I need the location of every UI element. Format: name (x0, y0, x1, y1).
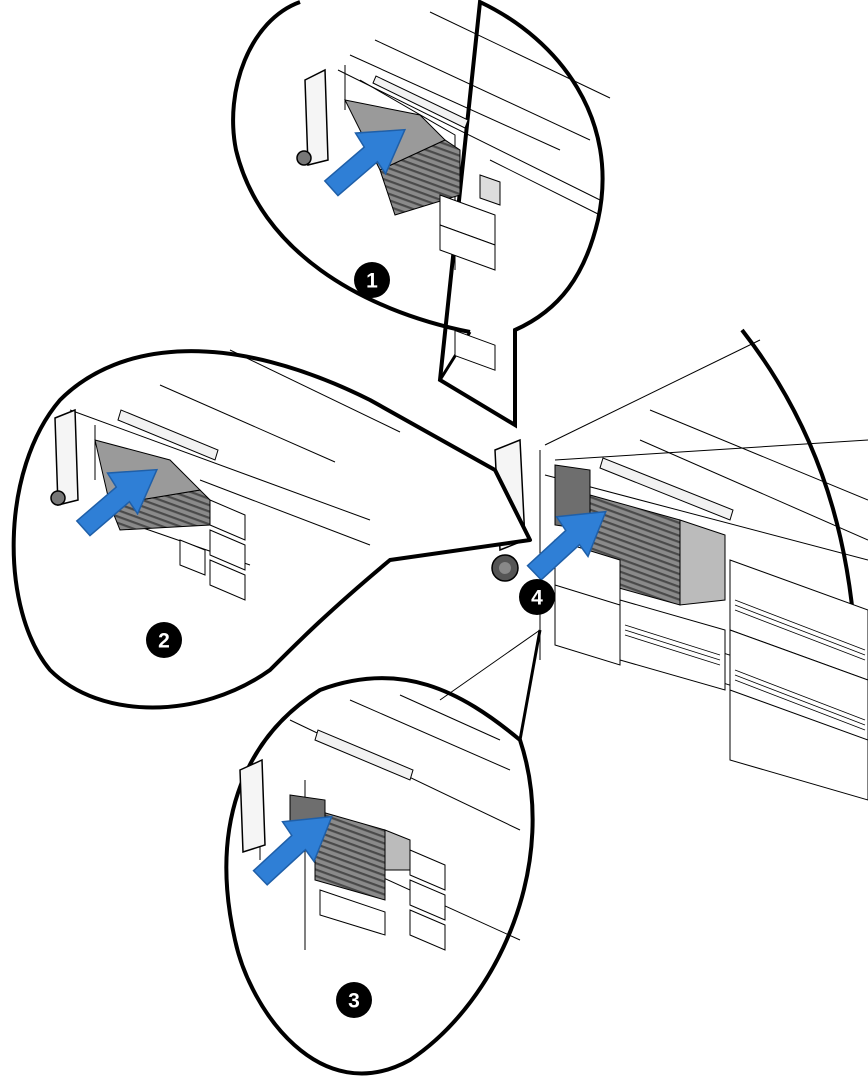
detail-circle-1 (233, 2, 610, 425)
callout-1: 1 (354, 262, 390, 298)
callout-1-label: 1 (366, 270, 378, 293)
callout-2-label: 2 (158, 630, 170, 653)
callout-3: 3 (336, 982, 372, 1018)
detail-circle-2 (14, 350, 530, 708)
thumbscrew-icon (492, 555, 518, 581)
detail-circle-3 (226, 630, 540, 1073)
callout-3-label: 3 (348, 990, 360, 1013)
callout-4-label: 4 (531, 587, 543, 610)
callout-2: 2 (146, 622, 182, 658)
storage-enclosure (492, 330, 868, 800)
callout-4: 4 (519, 579, 555, 615)
